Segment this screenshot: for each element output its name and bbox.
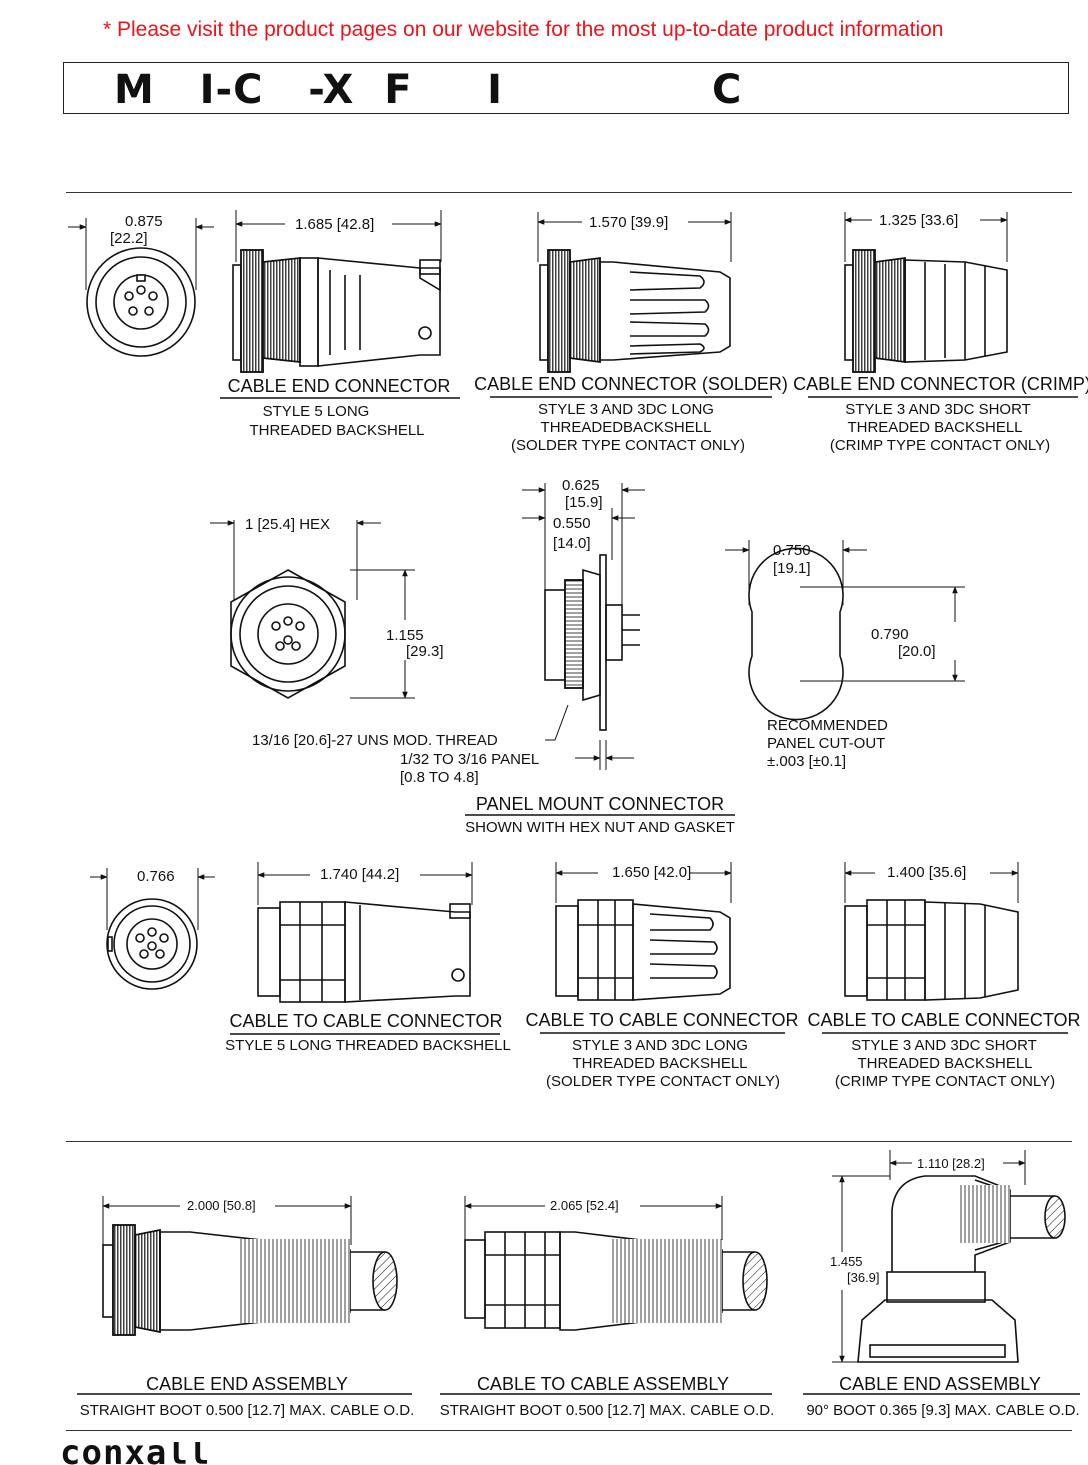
caption-title: CABLE TO CABLE CONNECTOR <box>525 1010 798 1030</box>
caption-line: THREADED BACKSHELL <box>857 1055 1032 1072</box>
update-notice: * Please visit the product pages on our … <box>103 18 944 41</box>
panel-thickness-mm: [0.8 TO 4.8] <box>400 769 479 786</box>
caption-line: 90° BOOT 0.365 [9.3] MAX. CABLE O.D. <box>806 1402 1079 1419</box>
cutout-tolerance: ±.003 [±0.1] <box>767 753 846 770</box>
caption-line: (SOLDER TYPE CONTACT ONLY) <box>546 1073 780 1090</box>
caption-title: CABLE END ASSEMBLY <box>146 1374 348 1394</box>
dim-label: [20.0] <box>898 643 936 660</box>
cutout-note: RECOMMENDED <box>767 717 888 734</box>
cable-end-connector-crimp-drawing <box>844 212 1008 373</box>
caption-line: STRAIGHT BOOT 0.500 [12.7] MAX. CABLE O.… <box>440 1402 775 1419</box>
dim-label: 1.650 [42.0] <box>612 864 691 881</box>
dim-label: 2.000 [50.8] <box>187 1198 256 1213</box>
cutout-note: PANEL CUT-OUT <box>767 735 885 752</box>
page-title: M I-C -X F I C <box>114 67 743 113</box>
caption-line: SHOWN WITH HEX NUT AND GASKET <box>465 819 735 836</box>
caption-title: CABLE TO CABLE CONNECTOR <box>229 1011 502 1031</box>
cable-to-cable-style5-drawing <box>257 862 473 1003</box>
panel-cutout-drawing <box>725 540 965 721</box>
dim-label: 1.685 [42.8] <box>295 216 374 233</box>
caption-line: STYLE 5 LONG THREADED BACKSHELL <box>225 1037 511 1054</box>
caption-line: STYLE 3 AND 3DC SHORT <box>845 401 1031 418</box>
panel-mount-front-view <box>210 520 415 699</box>
dim-label: 1.325 [33.6] <box>879 212 958 229</box>
dim-label: 1.110 [28.2] <box>917 1156 985 1171</box>
dim-label: [36.9] <box>847 1270 880 1285</box>
section-divider-top <box>66 192 1072 193</box>
cable-to-cable-front-view <box>90 868 215 990</box>
caption-title: CABLE END CONNECTOR <box>228 376 451 396</box>
dim-label: [15.9] <box>565 494 603 511</box>
conxall-logo: conxall <box>60 1442 211 1465</box>
caption-line: THREADED BACKSHELL <box>249 422 424 439</box>
dim-label: 1.570 [39.9] <box>589 214 668 231</box>
dim-label: 0.790 <box>871 626 909 643</box>
title-box: M I-C -X F I C <box>63 62 1069 114</box>
dim-label: 0.750 <box>773 542 811 559</box>
caption-line: (SOLDER TYPE CONTACT ONLY) <box>511 437 745 454</box>
caption-line: STYLE 3 AND 3DC LONG <box>538 401 714 418</box>
caption-line: (CRIMP TYPE CONTACT ONLY) <box>830 437 1050 454</box>
cable-end-connector-style5-drawing <box>232 210 442 373</box>
dim-label: 1.455 <box>830 1254 863 1269</box>
dim-label: [29.3] <box>406 643 444 660</box>
dim-label: 1 [25.4] HEX <box>245 516 330 533</box>
dim-label: [19.1] <box>773 560 811 577</box>
dim-label: 1.400 [35.6] <box>887 864 966 881</box>
caption-line: STRAIGHT BOOT 0.500 [12.7] MAX. CABLE O.… <box>80 1402 415 1419</box>
dim-label: 1.155 <box>386 627 424 644</box>
dim-label: 2.065 [52.4] <box>550 1198 619 1213</box>
dim-label: 0.550 <box>553 515 591 532</box>
caption-line: STYLE 3 AND 3DC LONG <box>572 1037 748 1054</box>
section-divider-middle <box>66 1141 1072 1142</box>
caption-title: CABLE TO CABLE CONNECTOR <box>807 1010 1080 1030</box>
caption-line: THREADED BACKSHELL <box>847 419 1022 436</box>
caption-title: PANEL MOUNT CONNECTOR <box>476 794 724 814</box>
caption-title: CABLE TO CABLE ASSEMBLY <box>477 1374 729 1394</box>
caption-line: (CRIMP TYPE CONTACT ONLY) <box>835 1073 1055 1090</box>
panel-mount-side-view <box>522 483 645 770</box>
dim-label: 0.875 <box>125 213 163 230</box>
cable-end-90deg-assembly-drawing <box>832 1150 1066 1363</box>
dim-label: [14.0] <box>553 535 591 552</box>
cable-to-cable-solder-drawing <box>555 862 732 1001</box>
dim-label: 0.625 <box>562 477 600 494</box>
dim-label: [22.2] <box>110 230 148 247</box>
caption-line: THREADEDBACKSHELL <box>541 419 712 436</box>
caption-title: CABLE END CONNECTOR (CRIMP) <box>793 374 1088 394</box>
cable-to-cable-crimp-drawing <box>844 862 1019 1001</box>
caption-title: CABLE END ASSEMBLY <box>839 1374 1041 1394</box>
caption-line: STYLE 5 LONG <box>263 403 370 420</box>
panel-thickness: 1/32 TO 3/16 PANEL <box>400 751 539 768</box>
cable-to-cable-straight-assembly-drawing <box>464 1196 768 1331</box>
dim-label: 1.740 [44.2] <box>320 866 399 883</box>
cable-end-straight-assembly-drawing <box>102 1196 398 1336</box>
dim-label: 0.766 <box>137 868 175 885</box>
caption-title: CABLE END CONNECTOR (SOLDER) <box>474 374 788 394</box>
thread-spec: 13/16 [20.6]-27 UNS MOD. THREAD <box>252 732 498 749</box>
caption-line: STYLE 3 AND 3DC SHORT <box>851 1037 1037 1054</box>
cable-end-connector-solder-drawing <box>537 212 732 373</box>
section-divider-bottom <box>66 1430 1072 1431</box>
caption-line: THREADED BACKSHELL <box>572 1055 747 1072</box>
cable-end-front-view <box>68 218 214 357</box>
